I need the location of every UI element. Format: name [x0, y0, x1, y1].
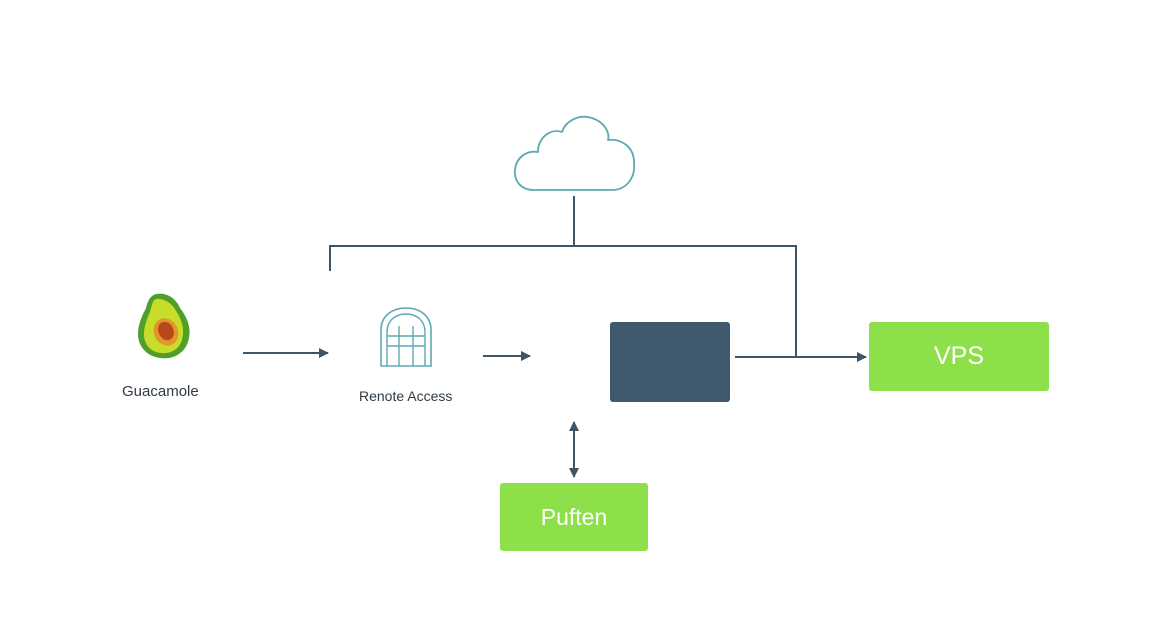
- cloud-icon: [512, 112, 640, 196]
- guacamole-label: Guacamole: [122, 383, 199, 400]
- remote-access-label: Renote Access: [359, 388, 453, 404]
- puften-box: Puften: [500, 483, 648, 551]
- avocado-icon: [134, 290, 194, 362]
- puften-label: Puften: [540, 503, 608, 530]
- vps-box: VPS: [869, 322, 1049, 391]
- top-bus-line: [329, 245, 797, 357]
- server-box: [610, 322, 730, 402]
- remote-access-gateway-icon: [378, 306, 434, 368]
- vps-label: VPS: [933, 342, 985, 370]
